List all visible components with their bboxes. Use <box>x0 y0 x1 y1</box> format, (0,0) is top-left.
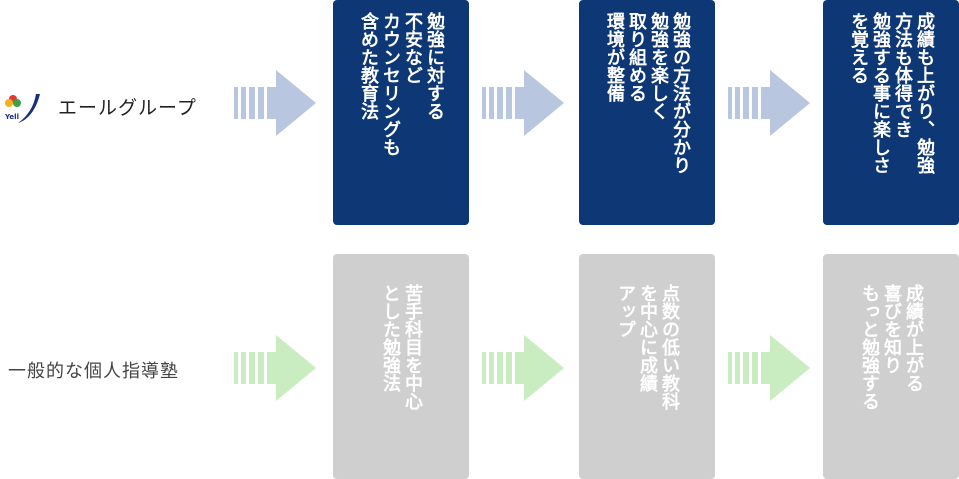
row-label-text: 一般的な個人指導塾 <box>8 361 179 382</box>
general-step-box-2: 点数の低い教科 を中心に成績 アップ <box>579 254 715 479</box>
row-label-yell-group: Yell エールグループ <box>0 86 197 126</box>
general-step-box-1: 苦手科目を中心 とした勉強法 <box>333 254 469 479</box>
arrow-right-icon <box>234 70 316 136</box>
yell-step-box-3: 成績も上がり、勉強 方法も体得でき 勉強する事に楽しさ を覚える <box>823 0 959 225</box>
box-text-line: 含めた教育法 <box>358 12 379 120</box>
box-text-line: 勉強に対する <box>424 12 445 120</box>
box-text-line: 不安など <box>402 12 423 84</box>
yell-step-box-1: 勉強に対する 不安など カウンセリングも 含めた教育法 <box>333 0 469 225</box>
box-text-line: カウンセリングも <box>380 12 401 156</box>
box-text-line: 取り組める <box>626 12 647 102</box>
arrow-right-icon <box>728 70 810 136</box>
box-text-line: 喜びを知り <box>881 284 902 374</box>
arrow-right-icon <box>234 335 316 401</box>
row-label-general-cram-school: 一般的な個人指導塾 <box>8 357 179 383</box>
general-step-box-3: 成績が上がる 喜びを知り もっと勉強する <box>823 254 959 479</box>
box-text-line: を中心に成績 <box>637 284 658 392</box>
box-text-line: アップ <box>615 284 636 338</box>
box-text-line: 勉強の方法が分かり <box>670 12 691 174</box>
row-label-text: エールグループ <box>58 96 197 119</box>
yell-logo: Yell <box>0 86 44 126</box>
arrow-right-icon <box>728 335 810 401</box>
box-text-line: 成績も上がり、勉強 <box>914 12 935 174</box>
box-text-line: 苦手科目を中心 <box>402 284 423 410</box>
box-text-line: もっと勉強する <box>859 284 880 410</box>
box-text-line: とした勉強法 <box>380 284 401 392</box>
box-text-line: 点数の低い教科 <box>659 284 680 410</box>
arrow-right-icon <box>482 335 564 401</box>
box-text-line: 環境が整備 <box>604 12 625 102</box>
box-text-line: 方法も体得でき <box>892 12 913 138</box>
box-text-line: 勉強する事に楽しさ <box>870 12 891 174</box>
box-text-line: を覚える <box>848 12 869 84</box>
arrow-right-icon <box>482 70 564 136</box>
box-text-line: 成績が上がる <box>903 284 924 392</box>
box-text-line: 勉強を楽しく <box>648 12 669 120</box>
yell-step-box-2: 勉強の方法が分かり 勉強を楽しく 取り組める 環境が整備 <box>579 0 715 225</box>
logo-text: Yell <box>5 113 19 121</box>
